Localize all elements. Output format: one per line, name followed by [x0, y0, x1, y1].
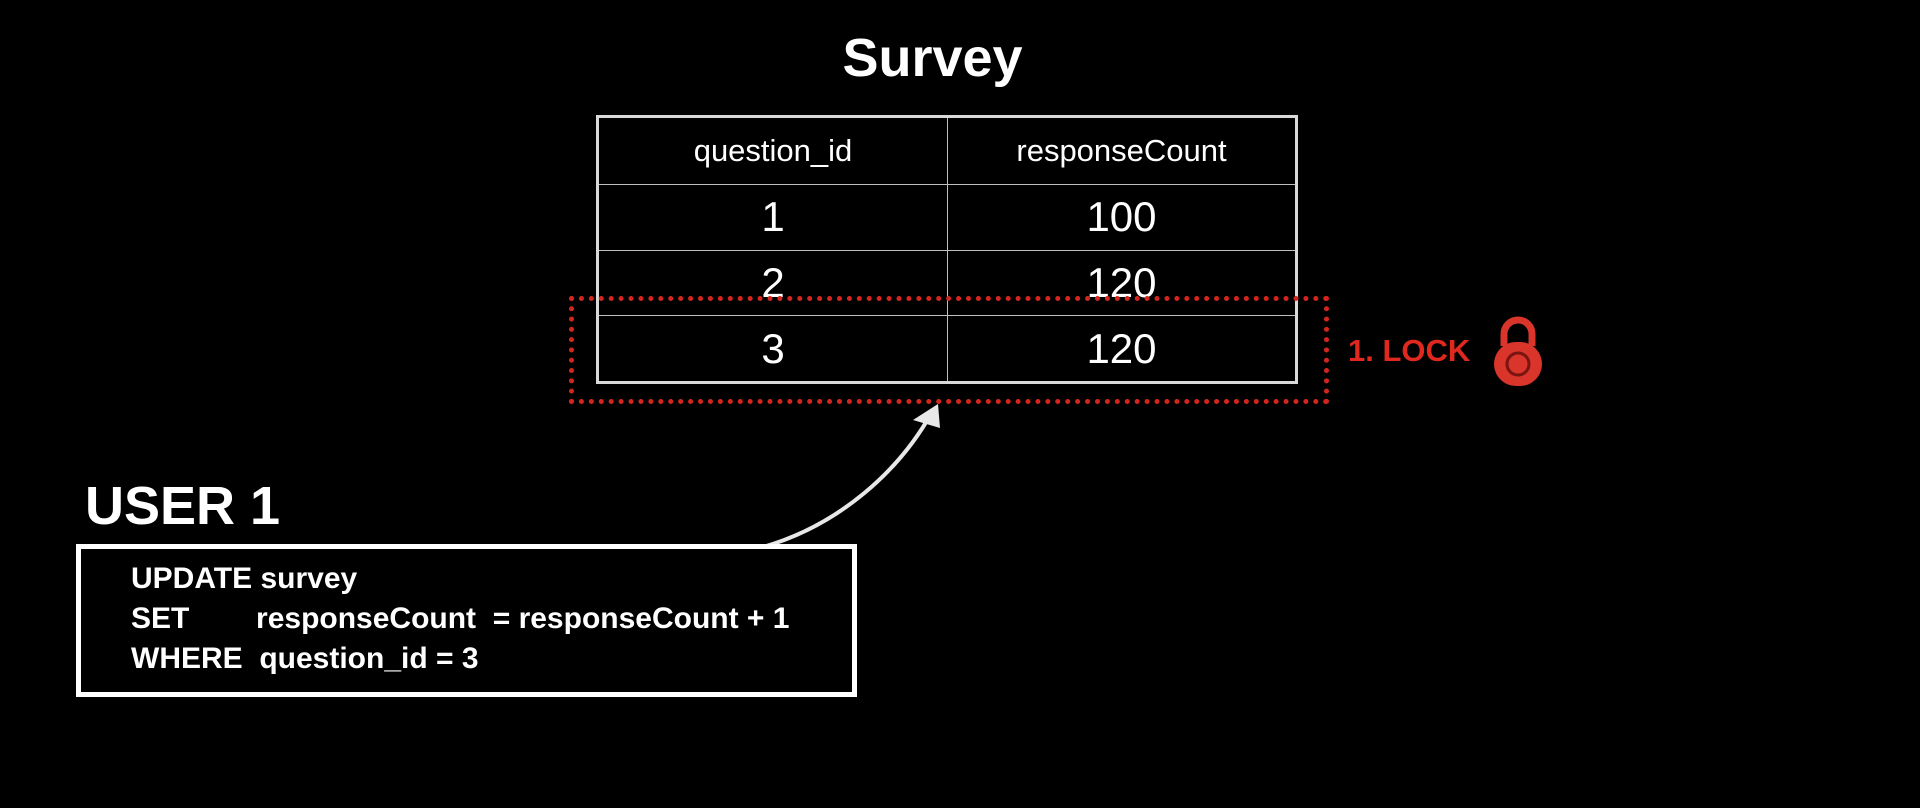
locked-row-highlight [569, 296, 1329, 404]
table-cell: 100 [947, 184, 1295, 251]
user-label: USER 1 [85, 476, 281, 536]
column-header: responseCount [947, 118, 1295, 185]
survey-table-grid: question_id responseCount 1 100 2 120 3 … [599, 118, 1295, 381]
survey-table: question_id responseCount 1 100 2 120 3 … [596, 115, 1298, 384]
table-cell: 2 [599, 249, 948, 317]
lock-icon [1494, 316, 1542, 386]
table-cell: 120 [947, 315, 1295, 381]
table-header-row: question_id responseCount [599, 118, 1295, 185]
lock-label: 1. LOCK [1348, 333, 1471, 368]
sql-line: SET responseCount = responseCount + 1 [131, 602, 790, 635]
table-row-locked: 3 120 [599, 315, 1295, 381]
table-row: 1 100 [599, 184, 1295, 251]
sql-line: WHERE question_id = 3 [131, 642, 479, 675]
sql-query-box: UPDATE survey SET responseCount = respon… [76, 544, 857, 697]
sql-line: UPDATE survey [131, 562, 358, 595]
table-cell: 1 [599, 184, 948, 251]
diagram-title: Survey [842, 28, 1023, 88]
column-header: question_id [599, 118, 948, 185]
table-cell: 3 [599, 315, 948, 381]
